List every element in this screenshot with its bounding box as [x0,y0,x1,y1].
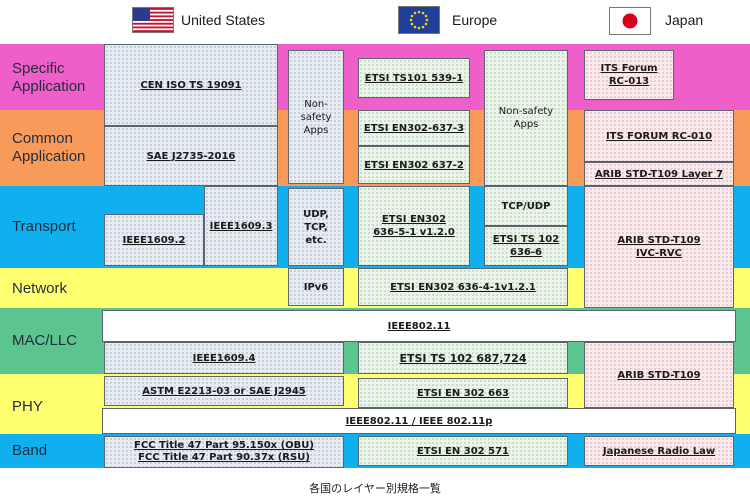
legend-us-label: United States [181,12,266,28]
us-flag-icon [132,7,174,33]
eu-etsi-en302-636-5-1: ETSI EN302 636-5-1 v1.2.0 [358,186,470,266]
jp-arib-std-t109: ARIB STD-T109 [584,342,734,408]
eu-tcp-udp: TCP/UDP [484,186,568,226]
layer-label-common: Common Application [12,130,85,166]
eu-non-safety-apps: Non-safety Apps [484,50,568,186]
jp-flag-icon [609,7,651,35]
eu-etsi-ts101-539-1: ETSI TS101 539-1 [358,58,470,98]
figure-caption: 各国のレイヤー別規格一覧 [309,482,441,495]
eu-etsi-en302-636-4-1: ETSI EN302 636-4-1v1.2.1 [358,268,568,306]
legend-jp-label: Japan [665,12,704,28]
layer-common-text: Common Application [12,130,86,165]
eu-flag-icon [398,6,440,34]
eu-etsi-en-302-663: ETSI EN 302 663 [358,378,568,408]
us-non-safety-apps: Non- safety Apps [288,50,344,184]
us-ieee1609-2: IEEE1609.2 [104,214,204,266]
us-fcc-title-47: FCC Title 47 Part 95.150x (OBU) FCC Titl… [104,436,344,468]
us-ieee1609-4: IEEE1609.4 [104,342,344,374]
shared-ieee802-11p: IEEE802.11 / IEEE 802.11p [102,408,736,434]
us-sae-j2735: SAE J2735-2016 [104,126,278,186]
legend-eu-label: Europe [452,12,498,28]
jp-arib-std-t109-ivc-rvc: ARIB STD-T109 IVC-RVC [584,186,734,308]
eu-etsi-en302-637-3: ETSI EN302-637-3 [358,110,470,146]
jp-japanese-radio-law: Japanese Radio Law [584,436,734,466]
us-ieee1609-3: IEEE1609.3 [204,186,278,266]
layer-label-mac: MAC/LLC [12,332,78,349]
layer-label-specific: Specific Application [12,60,85,96]
shared-ieee802-11: IEEE802.11 [102,310,736,342]
us-astm-e2213: ASTM E2213-03 or SAE J2945 [104,376,344,406]
eu-etsi-en302-637-2: ETSI EN302 637-2 [358,146,470,184]
us-ipv6: IPv6 [288,268,344,306]
us-udp-tcp: UDP, TCP, etc. [288,188,344,266]
layer-label-network: Network [12,280,68,297]
layer-label-phy: PHY [12,398,43,415]
jp-its-forum-rc-013: ITS Forum RC-013 [584,50,674,100]
eu-etsi-ts-102-636-6: ETSI TS 102 636-6 [484,226,568,266]
eu-etsi-ts-102-687: ETSI TS 102 687,724 [358,342,568,374]
jp-arib-std-t109-layer7: ARIB STD-T109 Layer 7 [584,162,734,186]
us-cen-iso-ts-19091: CEN ISO TS 19091 [104,44,278,126]
jp-its-forum-rc-010: ITS FORUM RC-010 [584,110,734,162]
layer-label-transport: Transport [12,218,76,235]
layer-label-band: Band [12,442,48,459]
eu-etsi-en-302-571: ETSI EN 302 571 [358,436,568,466]
layer-specific-text: Specific Application [12,60,86,95]
